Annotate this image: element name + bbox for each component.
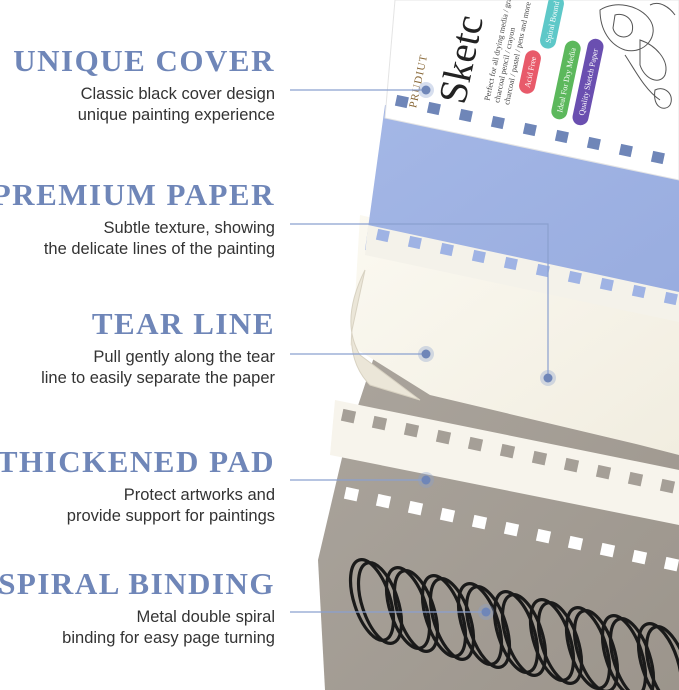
feature-title: TEAR LINE xyxy=(91,306,275,341)
feature-title: UNIQUE COVER xyxy=(13,43,275,78)
callout-lines xyxy=(290,89,549,613)
cover-badge-spiral-bound: Spiral Bound xyxy=(540,0,564,49)
feature-title: THICKENED PAD xyxy=(0,444,275,479)
feature-title: PREMIUM PAPER xyxy=(0,177,275,212)
feature-desc-line2: provide support for paintings xyxy=(66,507,275,525)
badge-pill xyxy=(540,0,564,49)
feature-desc-line2: line to easily separate the paper xyxy=(41,369,275,387)
feature-desc-line1: Subtle texture, showing xyxy=(103,219,275,237)
spiral-binding xyxy=(348,558,679,690)
feature-desc-line2: the delicate lines of the painting xyxy=(43,240,275,258)
feature-desc-line1: Classic black cover design xyxy=(80,85,275,103)
feature-desc-line1: Pull gently along the tear xyxy=(93,348,275,366)
badge-pill xyxy=(572,38,604,126)
badge-pill xyxy=(519,50,541,94)
callout-dots xyxy=(418,82,556,620)
badge-pill xyxy=(551,40,581,120)
torn-corner xyxy=(350,269,421,401)
feature-tear-line: TEAR LINE Pull gently along the tear lin… xyxy=(41,307,275,389)
feature-desc-line1: Metal double spiral xyxy=(136,608,276,626)
feature-desc-line2: unique painting experience xyxy=(77,106,275,124)
feature-spiral-binding: SPIRAL BINDING Metal double spiral bindi… xyxy=(0,567,275,649)
blue-strip-holes xyxy=(375,228,678,306)
feature-desc-line1: Protect artworks and xyxy=(123,486,275,504)
feature-thickened-pad: THICKENED PAD Protect artworks and provi… xyxy=(0,445,275,527)
bottom-strip-holes xyxy=(340,408,676,494)
floral-sketch-icon xyxy=(599,2,676,109)
kraft-board-holes xyxy=(343,486,679,572)
feature-desc-line2: binding for easy page turning xyxy=(62,629,275,647)
cover-holes xyxy=(394,94,665,165)
cover-badge-acid-free: Acid Free xyxy=(519,50,541,94)
feature-title: SPIRAL BINDING xyxy=(0,566,275,601)
feature-unique-cover: UNIQUE COVER Classic black cover design … xyxy=(13,44,275,126)
feature-premium-paper: PREMIUM PAPER Subtle texture, showing th… xyxy=(0,178,275,260)
